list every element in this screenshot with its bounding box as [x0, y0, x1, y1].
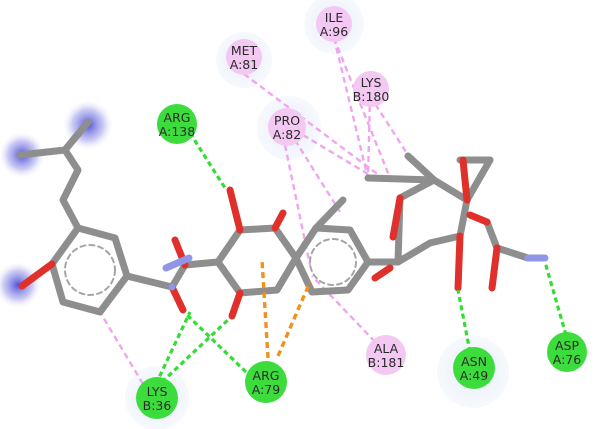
bond-sugar-o — [389, 194, 404, 241]
bond-ketone — [228, 289, 244, 320]
residue-disc — [245, 361, 287, 403]
bond-carbamate-c — [493, 244, 532, 262]
aromatic-right — [309, 238, 357, 286]
bond-amide-o2 — [168, 283, 187, 314]
bond-prenyl-methyl — [61, 118, 92, 154]
residue-chain-number: A:82 — [273, 127, 301, 142]
hydrophobic-line — [98, 311, 145, 385]
hbond-line — [188, 132, 227, 189]
pi-cation-line — [276, 281, 312, 357]
residue-disc — [366, 335, 406, 375]
bond-ether-o — [371, 264, 394, 282]
residue-name: ALA — [374, 341, 399, 356]
residue-disc — [268, 108, 306, 146]
residue-chain-number: B:36 — [143, 398, 172, 413]
bond-gem-dimethyl-b — [364, 174, 438, 184]
bond-methoxy — [463, 156, 494, 204]
pi-cation-interactions — [260, 259, 312, 359]
residue-chain-number: A:79 — [252, 382, 280, 397]
bond-ring-to-amide — [123, 272, 176, 291]
residue-name: ARG — [253, 368, 280, 383]
residue-name: MET — [231, 43, 258, 58]
residue-disc — [157, 104, 197, 144]
ring-coumarin-benzo — [292, 224, 372, 296]
hydrophobic-line — [302, 133, 379, 182]
bond-carbamate-o — [466, 211, 491, 226]
ligand — [16, 118, 549, 320]
residue-disc — [453, 347, 495, 389]
residue-name: ILE — [325, 10, 344, 25]
hydrophobic-line — [243, 73, 381, 177]
residue-name: LYS — [361, 75, 382, 90]
residue-disc — [136, 377, 178, 419]
bond-methyl-coumarin — [312, 196, 347, 232]
bond-ring-o — [271, 209, 287, 232]
residue-disc — [547, 332, 587, 372]
hydrogen-bonds — [154, 132, 568, 385]
residue-chain-number: B:180 — [353, 89, 390, 104]
residue-disc — [226, 39, 262, 75]
hbond-line — [543, 261, 568, 336]
residue-chain-number: A:81 — [230, 57, 258, 72]
residue-name: ASN — [461, 354, 487, 369]
residue-name: PRO — [274, 113, 300, 128]
residue-chain-number: A:96 — [320, 24, 348, 39]
hbond-line — [160, 316, 232, 384]
bond-methoxy-o — [459, 156, 471, 204]
bond-hydroxyl — [18, 260, 56, 290]
bond-lactone-co — [226, 186, 244, 234]
hydrophobic-line — [332, 37, 392, 179]
bond-sugar-oh — [454, 232, 464, 292]
hbond-line — [154, 311, 192, 385]
oxygen-bonds — [18, 156, 501, 320]
hydrophobic-line — [366, 95, 372, 181]
aromatic-left — [64, 244, 116, 296]
bond-amide-nh — [162, 254, 193, 272]
residue-disc — [353, 71, 389, 107]
residue-chain-number: B:181 — [368, 355, 405, 370]
nitrogen-bonds — [162, 254, 549, 291]
pi-cation-line — [260, 259, 270, 359]
hbond-line — [183, 311, 248, 374]
hydrophobic-line — [293, 139, 342, 213]
residue-name: LYS — [147, 384, 168, 399]
ring-coumarin-pyranone — [214, 224, 300, 297]
residue-disc — [316, 6, 352, 42]
residues: ILEA:96META:81LYSB:180ARGA:138PROA:82ALA… — [136, 6, 587, 419]
hbond-line — [456, 289, 472, 353]
bond-prenyl-chain — [59, 146, 82, 232]
bond-carbamate-up — [483, 218, 501, 252]
aromatic-rings — [64, 238, 357, 296]
hydrophobic-interactions — [98, 37, 410, 385]
residue-chain-number: A:138 — [159, 124, 195, 139]
bond-gem-dimethyl-a — [404, 152, 438, 184]
bond-carbamate-co — [488, 244, 501, 292]
residue-name: ASP — [555, 338, 579, 353]
hydrophobic-line — [332, 37, 370, 179]
residue-name: ARG — [164, 110, 191, 125]
residue-chain-number: A:49 — [460, 368, 488, 383]
residue-chain-number: A:76 — [553, 352, 581, 367]
